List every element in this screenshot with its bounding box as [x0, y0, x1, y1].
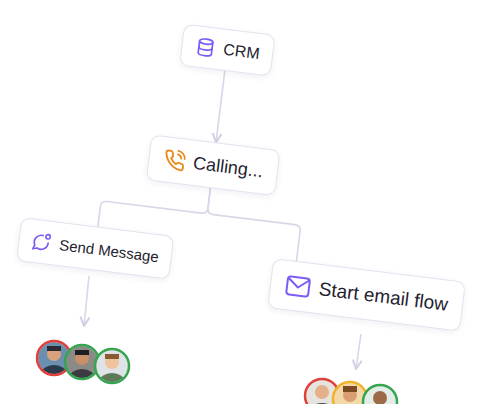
avatar-ring	[95, 349, 129, 383]
icon-part	[286, 276, 310, 297]
database-icon	[194, 36, 216, 58]
box-label: Send Message	[58, 236, 159, 265]
icon-part	[178, 151, 186, 159]
icon-part	[199, 38, 213, 45]
connector	[203, 188, 304, 261]
avatar-bg	[364, 386, 396, 404]
avatar-body	[309, 403, 335, 404]
avatar	[95, 349, 129, 391]
connector	[216, 71, 225, 142]
avatar-head	[105, 355, 119, 369]
icon-part	[46, 234, 51, 239]
icon-part	[288, 278, 309, 288]
box-label: Calling...	[192, 152, 264, 181]
leader-arrow	[84, 276, 89, 326]
box-label: Start email flow	[318, 278, 450, 316]
avatar-hair	[105, 354, 119, 359]
avatar-bg	[334, 383, 366, 404]
avatar-head	[373, 391, 387, 404]
avatar-figure	[69, 350, 95, 387]
leader-arrow	[356, 334, 361, 369]
avatar-hair	[343, 386, 357, 392]
avatar	[363, 385, 397, 404]
avatar-head	[75, 351, 89, 365]
avatar-head	[315, 385, 329, 399]
icon-part	[178, 154, 182, 158]
box-label: CRM	[222, 41, 260, 63]
avatar-figure	[309, 385, 335, 404]
phone-icon	[162, 148, 187, 173]
avatar-ring	[363, 385, 397, 404]
icon-part	[198, 41, 213, 57]
process-box: Calling...	[146, 134, 281, 196]
avatar-figure	[343, 386, 357, 402]
avatar-figure	[373, 391, 387, 404]
mail-icon	[284, 274, 312, 299]
avatar-hair	[47, 346, 61, 351]
process-box: CRM	[179, 24, 276, 77]
avatar-figure	[99, 354, 125, 391]
avatar-ring	[65, 345, 99, 379]
message-icon	[30, 231, 52, 253]
icon-part	[164, 150, 184, 170]
icon-part	[199, 47, 213, 51]
avatar-head	[47, 347, 61, 361]
process-box: Send Message	[16, 217, 174, 279]
avatar-hair	[75, 350, 89, 355]
process-box: Start email flow	[267, 258, 466, 331]
avatar-figure	[41, 346, 67, 383]
